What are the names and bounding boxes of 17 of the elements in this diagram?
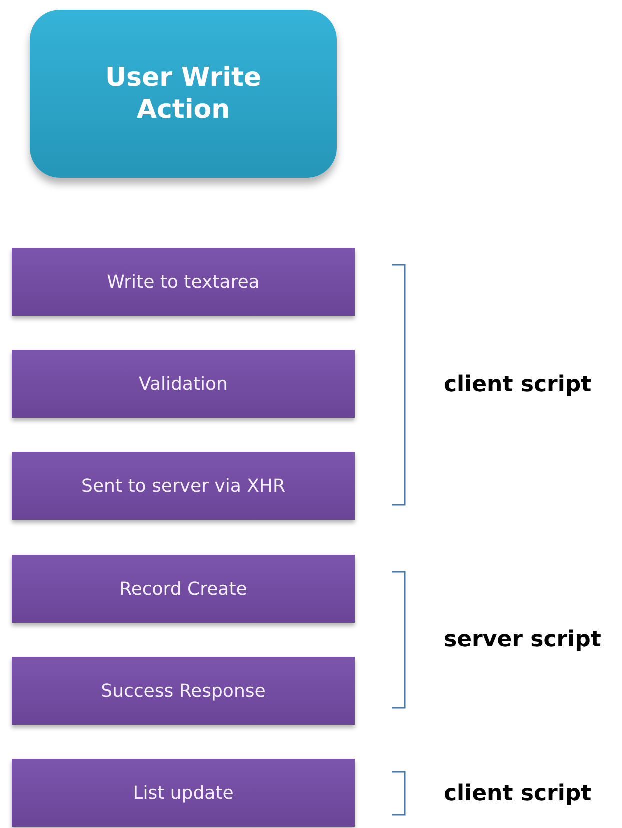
box-label: Validation <box>139 374 228 394</box>
box-label: Success Response <box>101 680 266 702</box>
box-label: List update <box>133 782 234 804</box>
box-label: Record Create <box>120 578 248 600</box>
group-label: client script <box>444 372 592 398</box>
group-label: client script <box>444 781 592 806</box>
process-box <box>12 248 355 316</box>
start-box <box>30 10 337 178</box>
process-box <box>12 759 355 827</box>
process-box <box>12 350 355 418</box>
box-label: Write to textarea <box>107 272 260 292</box>
process-box <box>12 452 355 520</box>
box-label: Sent to server via XHR <box>82 476 286 496</box>
process-box <box>12 555 355 623</box>
process-box <box>12 657 355 725</box>
group-label: server script <box>444 628 602 652</box>
box-label: User Write Action <box>104 62 263 126</box>
